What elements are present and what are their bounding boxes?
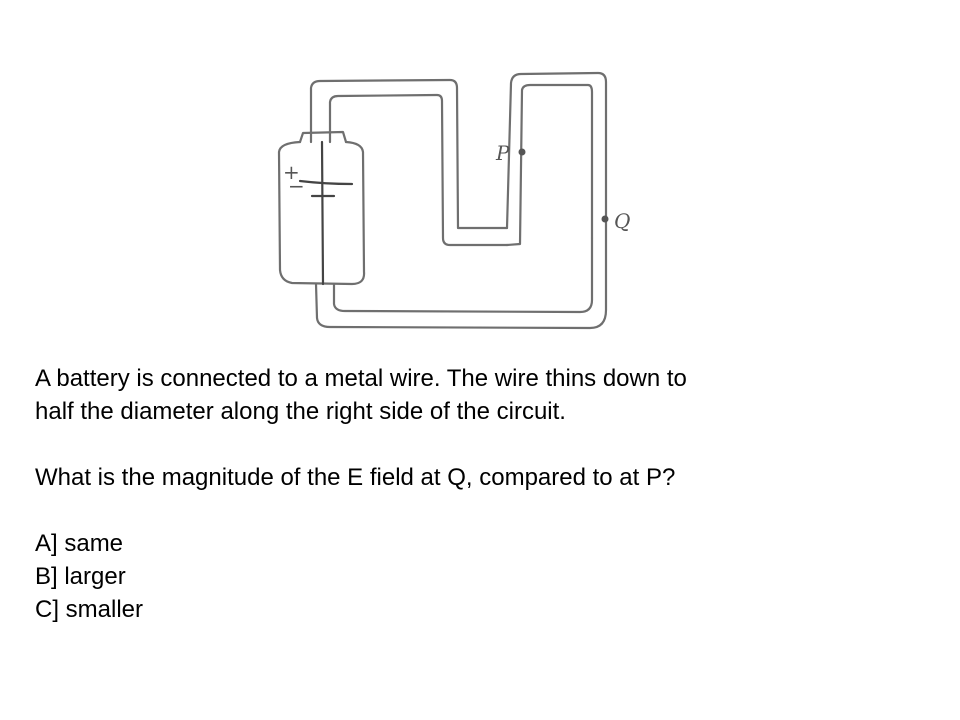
- option-b: B] larger: [35, 563, 126, 590]
- battery-minus-label: −: [288, 174, 305, 198]
- option-a: A] same: [35, 530, 124, 557]
- question-prompt: What is the magnitude of the E field at …: [35, 464, 676, 491]
- question-intro-line-2: half the diameter along the right side o…: [35, 398, 566, 425]
- thin-wire: [505, 71, 608, 247]
- point-q-marker: [601, 215, 609, 223]
- point-p: P: [495, 141, 526, 165]
- circuit-diagram: + − P Q: [277, 71, 630, 330]
- spacer: [35, 428, 935, 461]
- point-q-label: Q: [614, 209, 630, 233]
- point-p-marker: [518, 148, 526, 156]
- point-p-label: P: [495, 141, 510, 165]
- battery-plus-label: +: [283, 160, 300, 184]
- battery: + −: [277, 130, 366, 286]
- spacer: [35, 494, 935, 527]
- point-q: Q: [601, 209, 630, 233]
- question-block: A battery is connected to a metal wire. …: [35, 362, 935, 626]
- thick-wire: [309, 78, 608, 330]
- question-intro-line-1: A battery is connected to a metal wire. …: [35, 365, 687, 392]
- option-c: C] smaller: [35, 596, 144, 623]
